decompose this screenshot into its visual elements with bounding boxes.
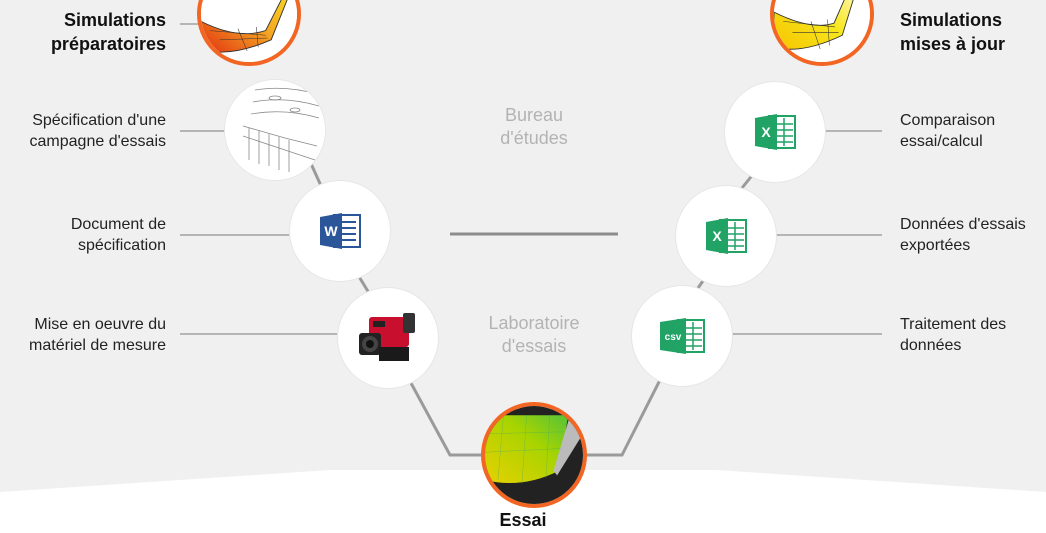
svg-text:X: X [761, 124, 771, 140]
right-connectors [718, 23, 882, 335]
label-donnees-exportees: Données d'essais exportées [900, 216, 1026, 254]
label-simulations-preparatoires: Simulations préparatoires [50, 10, 166, 54]
svg-text:csv: csv [665, 332, 682, 343]
label-mise-en-oeuvre: Mise en oeuvre du matériel de mesure [29, 316, 166, 354]
label-traitement: Traitement des données [900, 316, 1007, 354]
zone-laboratoire: Laboratoire d'essais [488, 313, 580, 356]
csv-processing-node: csv [632, 286, 732, 386]
test-photo-icon [485, 406, 583, 504]
csv-icon: csv [660, 318, 705, 354]
word-icon: W [320, 213, 361, 249]
word-document-node: W [290, 181, 390, 281]
excel-comparison-node: X [725, 82, 825, 182]
essai-test-image [481, 402, 587, 508]
camera-icon [359, 313, 415, 361]
technical-drawing-icon [225, 80, 325, 180]
label-essai: Essai [499, 510, 547, 530]
zone-bureau-etudes: Bureau d'études [500, 105, 568, 148]
excel-icon: X [706, 218, 747, 254]
left-connectors [180, 23, 340, 335]
svg-text:W: W [324, 223, 338, 239]
label-specification-campagne: Spécification d'une campagne d'essais [29, 112, 166, 150]
camera-equipment-node [338, 288, 438, 388]
label-document-specification: Document de spécification [70, 216, 166, 254]
svg-text:X: X [712, 228, 722, 244]
simulation-mesh-thumbnail-right [770, 0, 874, 66]
excel-icon: X [755, 114, 796, 150]
label-comparaison: Comparaison essai/calcul [900, 112, 996, 150]
technical-drawing-thumbnail [225, 80, 325, 180]
excel-exported-node: X [676, 186, 776, 286]
label-simulations-mises-a-jour: Simulations mises à jour [900, 10, 1006, 54]
